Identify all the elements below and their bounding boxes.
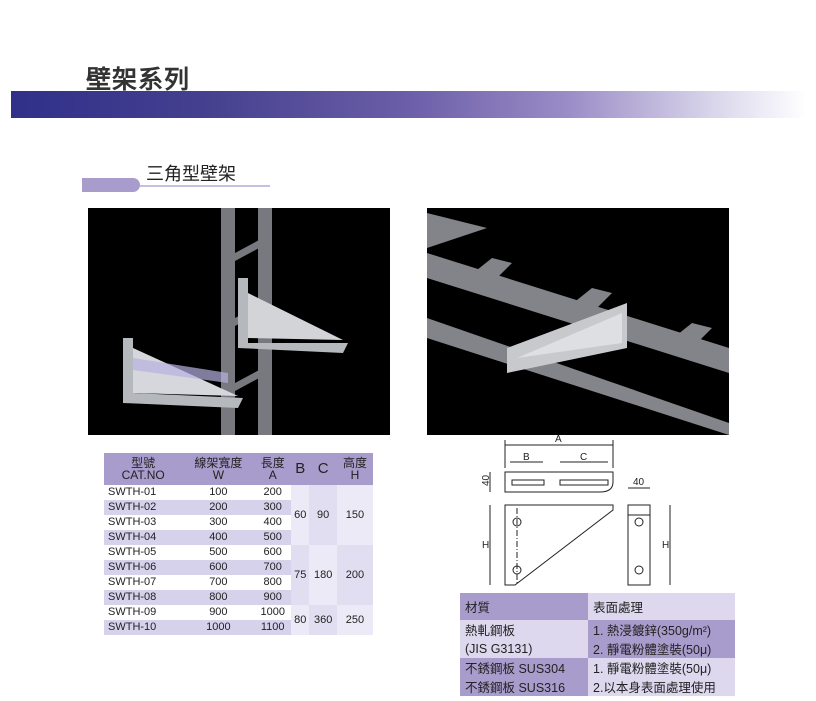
table-cell: SWTH-06 bbox=[104, 560, 183, 575]
group-cell-H: 150 bbox=[336, 485, 373, 545]
table-row: SWTH-03 300 400 bbox=[104, 515, 373, 530]
page-title: 壁架系列 bbox=[86, 65, 191, 94]
section-marker bbox=[82, 178, 140, 192]
table-cell: 100 bbox=[209, 486, 228, 498]
table-cell: SWTH-03 bbox=[108, 516, 157, 528]
table-cell: SWTH-09 bbox=[108, 606, 157, 618]
table-cell: 600 bbox=[263, 546, 282, 558]
svg-text:40: 40 bbox=[633, 477, 645, 488]
table-cell: SWTH-04 bbox=[104, 530, 183, 545]
svg-text:40: 40 bbox=[481, 474, 492, 486]
svg-text:B: B bbox=[523, 452, 530, 463]
table-cell: 1000 bbox=[260, 606, 285, 618]
table-cell: SWTH-08 bbox=[104, 590, 183, 605]
header-gradient-band bbox=[11, 91, 806, 118]
section-underline bbox=[140, 185, 270, 187]
table-cell: 700 bbox=[254, 560, 292, 575]
section-title: 三角型壁架 bbox=[146, 164, 236, 185]
group-cell-H: 250 bbox=[336, 605, 373, 635]
svg-text:H: H bbox=[662, 540, 669, 551]
table-cell: 1100 bbox=[254, 620, 292, 635]
group-cell-B: 60 bbox=[291, 485, 310, 545]
table-cell: 400 bbox=[182, 530, 255, 545]
group-cell-C: 180 bbox=[309, 545, 337, 605]
table-cell: SWTH-02 bbox=[104, 500, 183, 515]
table-cell: 800 bbox=[182, 590, 255, 605]
table-cell: 200 bbox=[263, 486, 282, 498]
product-photo-vertical bbox=[88, 208, 390, 435]
table-row: SWTH-07 700 800 bbox=[104, 575, 373, 590]
table-cell: 800 bbox=[263, 576, 282, 588]
table-cell: 1000 bbox=[182, 620, 255, 635]
table-cell: 900 bbox=[254, 590, 292, 605]
group-cell-C: 360 bbox=[309, 605, 337, 635]
table-cell: 200 bbox=[182, 500, 255, 515]
table-cell: 600 bbox=[182, 560, 255, 575]
group-cell-C: 90 bbox=[309, 485, 337, 545]
svg-text:A: A bbox=[555, 434, 562, 445]
group-cell-B: 80 bbox=[291, 605, 310, 635]
table-cell: SWTH-01 bbox=[108, 486, 157, 498]
table-cell: 400 bbox=[263, 516, 282, 528]
table-cell: 300 bbox=[254, 500, 292, 515]
svg-text:C: C bbox=[580, 452, 587, 463]
dimension-drawing: A B C 40 40 H H bbox=[481, 434, 671, 586]
table-cell: 500 bbox=[209, 546, 228, 558]
table-cell: SWTH-07 bbox=[108, 576, 157, 588]
table-cell: SWTH-10 bbox=[104, 620, 183, 635]
table-cell: 500 bbox=[254, 530, 292, 545]
group-cell-H: 200 bbox=[336, 545, 373, 605]
table-cell: 700 bbox=[209, 576, 228, 588]
table-cell: 300 bbox=[209, 516, 228, 528]
product-photo-horizontal bbox=[427, 208, 729, 435]
table-cell: SWTH-05 bbox=[108, 546, 157, 558]
table-cell: 900 bbox=[209, 606, 228, 618]
group-cell-B: 75 bbox=[291, 545, 310, 605]
svg-text:H: H bbox=[482, 540, 489, 551]
